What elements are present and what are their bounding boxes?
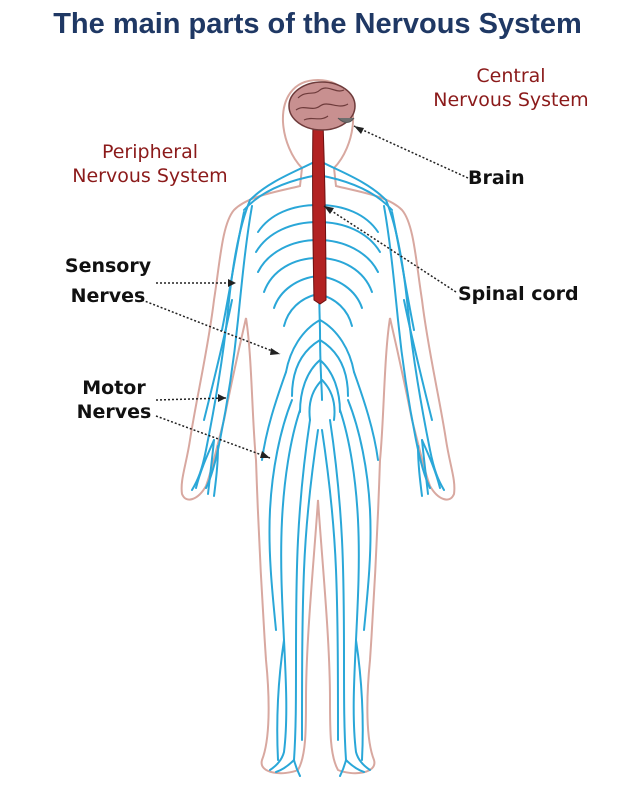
brain: [288, 81, 356, 131]
leader-motor-2: [155, 415, 271, 459]
leader-sensory-2: [141, 299, 281, 355]
page-title: The main parts of the Nervous System: [53, 8, 582, 40]
spinal-cord-label: Spinal cord: [458, 283, 579, 305]
brain-label: Brain: [468, 167, 525, 189]
sensory-nerves-label: Sensory Nerves: [64, 255, 152, 307]
peripheral-nervous-system-label: Peripheral Nervous System: [72, 141, 228, 187]
leader-brain: [353, 125, 469, 179]
motor-nerves-label: Motor Nerves: [76, 377, 152, 423]
leader-arrowheads: [218, 126, 364, 458]
spinal-cord: [312, 121, 327, 305]
body-outline: [180, 78, 456, 775]
arrow-sensory-2: [270, 348, 280, 355]
arrow-brain: [354, 126, 364, 134]
arrow-spinal-cord: [324, 206, 334, 214]
arrow-motor-1: [218, 394, 226, 402]
arrow-sensory-1: [228, 279, 236, 287]
central-nervous-system-label: Central Nervous System: [433, 65, 589, 111]
arrow-motor-2: [260, 451, 270, 458]
leader-lines: [141, 125, 469, 459]
